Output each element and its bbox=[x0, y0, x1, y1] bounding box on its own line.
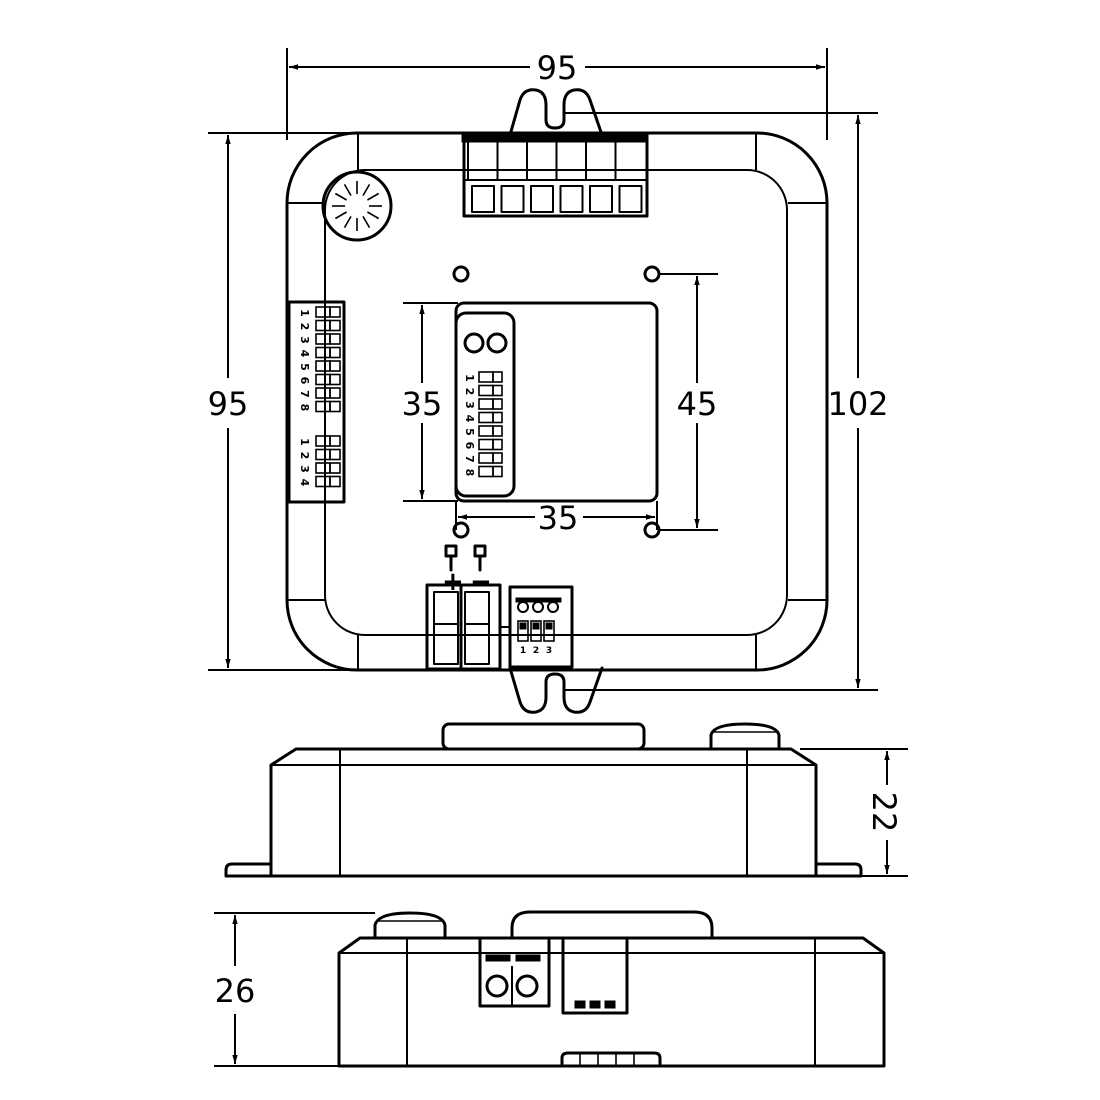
dim-right-height-label: 102 bbox=[827, 385, 888, 423]
dip-small-number: 2 bbox=[463, 388, 476, 396]
dim-left-height-label: 95 bbox=[208, 385, 249, 423]
front-aux-connector bbox=[561, 936, 629, 1015]
dim-side-height-label: 22 bbox=[865, 792, 903, 833]
front-power-terminal bbox=[478, 936, 551, 1008]
dip-large-number: 5 bbox=[298, 363, 311, 371]
mount-hole-top-right bbox=[643, 265, 661, 283]
module-indicator-2-icon bbox=[486, 332, 508, 354]
dip-small-number: 5 bbox=[463, 428, 476, 436]
terminal-plus-label: + bbox=[442, 567, 464, 597]
terminal-polarity-marks: + − bbox=[442, 544, 492, 597]
dip-large-number: 3 bbox=[298, 465, 311, 473]
dip-right-number: 3 bbox=[546, 646, 552, 656]
front-bottom-clip bbox=[560, 1051, 662, 1068]
dip-switch-small: 1 2 3 4 5 6 7 8 bbox=[463, 371, 503, 478]
side-body bbox=[269, 747, 818, 878]
dip-large-number: 3 bbox=[298, 336, 311, 344]
top-terminal-block bbox=[461, 132, 649, 218]
side-lens-dome bbox=[709, 722, 781, 751]
dip-large-number: 4 bbox=[298, 479, 311, 487]
front-view: 26 bbox=[214, 910, 886, 1068]
terminal-minus-label: − bbox=[470, 567, 492, 597]
mount-hole-bottom-left bbox=[452, 521, 470, 539]
dimension-lines bbox=[208, 48, 878, 691]
dip-small-number: 8 bbox=[463, 469, 476, 477]
mounting-tab-top bbox=[508, 88, 604, 137]
mounting-tab-bottom bbox=[508, 666, 604, 714]
dip-switch-large: 1 2 3 4 5 6 7 8 1 2 3 4 bbox=[287, 300, 346, 504]
dip-large-number: 6 bbox=[298, 377, 311, 385]
module-indicator-1-icon bbox=[463, 332, 485, 354]
center-module: 1 2 3 4 5 6 7 8 bbox=[454, 301, 659, 503]
dip-small-number: 1 bbox=[463, 374, 476, 382]
housing-inner-rim bbox=[324, 169, 788, 636]
dip-large-number: 8 bbox=[298, 404, 311, 412]
dim-inner-width-label: 35 bbox=[538, 499, 579, 537]
side-view: 22 bbox=[224, 722, 908, 878]
dip-large-number: 7 bbox=[298, 390, 311, 398]
dim-hole-spacing-label: 45 bbox=[677, 385, 718, 423]
dip-large-number: 4 bbox=[298, 350, 311, 358]
power-terminal bbox=[425, 583, 502, 671]
dip-right-number: 1 bbox=[520, 646, 526, 656]
dip-small-number: 3 bbox=[463, 401, 476, 409]
dip-right-number: 2 bbox=[533, 646, 539, 656]
dim-front-height-label: 26 bbox=[215, 972, 256, 1010]
dip-small-number: 4 bbox=[463, 415, 476, 423]
dip-large-number: 1 bbox=[298, 309, 311, 317]
dim-top-width-label: 95 bbox=[537, 49, 578, 87]
dip-large-number: 2 bbox=[298, 452, 311, 460]
dip-small-number: 6 bbox=[463, 442, 476, 450]
dip-small-number: 7 bbox=[463, 455, 476, 463]
dip-large-number: 2 bbox=[298, 323, 311, 331]
side-foot-right bbox=[814, 862, 863, 878]
mount-hole-top-left bbox=[452, 265, 470, 283]
dim-inner-height-label: 35 bbox=[402, 385, 443, 423]
front-handle bbox=[510, 910, 714, 940]
dip-large-number: 1 bbox=[298, 438, 311, 446]
sensor-lens-icon bbox=[321, 170, 393, 242]
corner-lines bbox=[288, 134, 826, 669]
housing-outline bbox=[285, 131, 829, 672]
front-lens-dome bbox=[373, 911, 447, 940]
side-foot-left bbox=[224, 862, 273, 878]
